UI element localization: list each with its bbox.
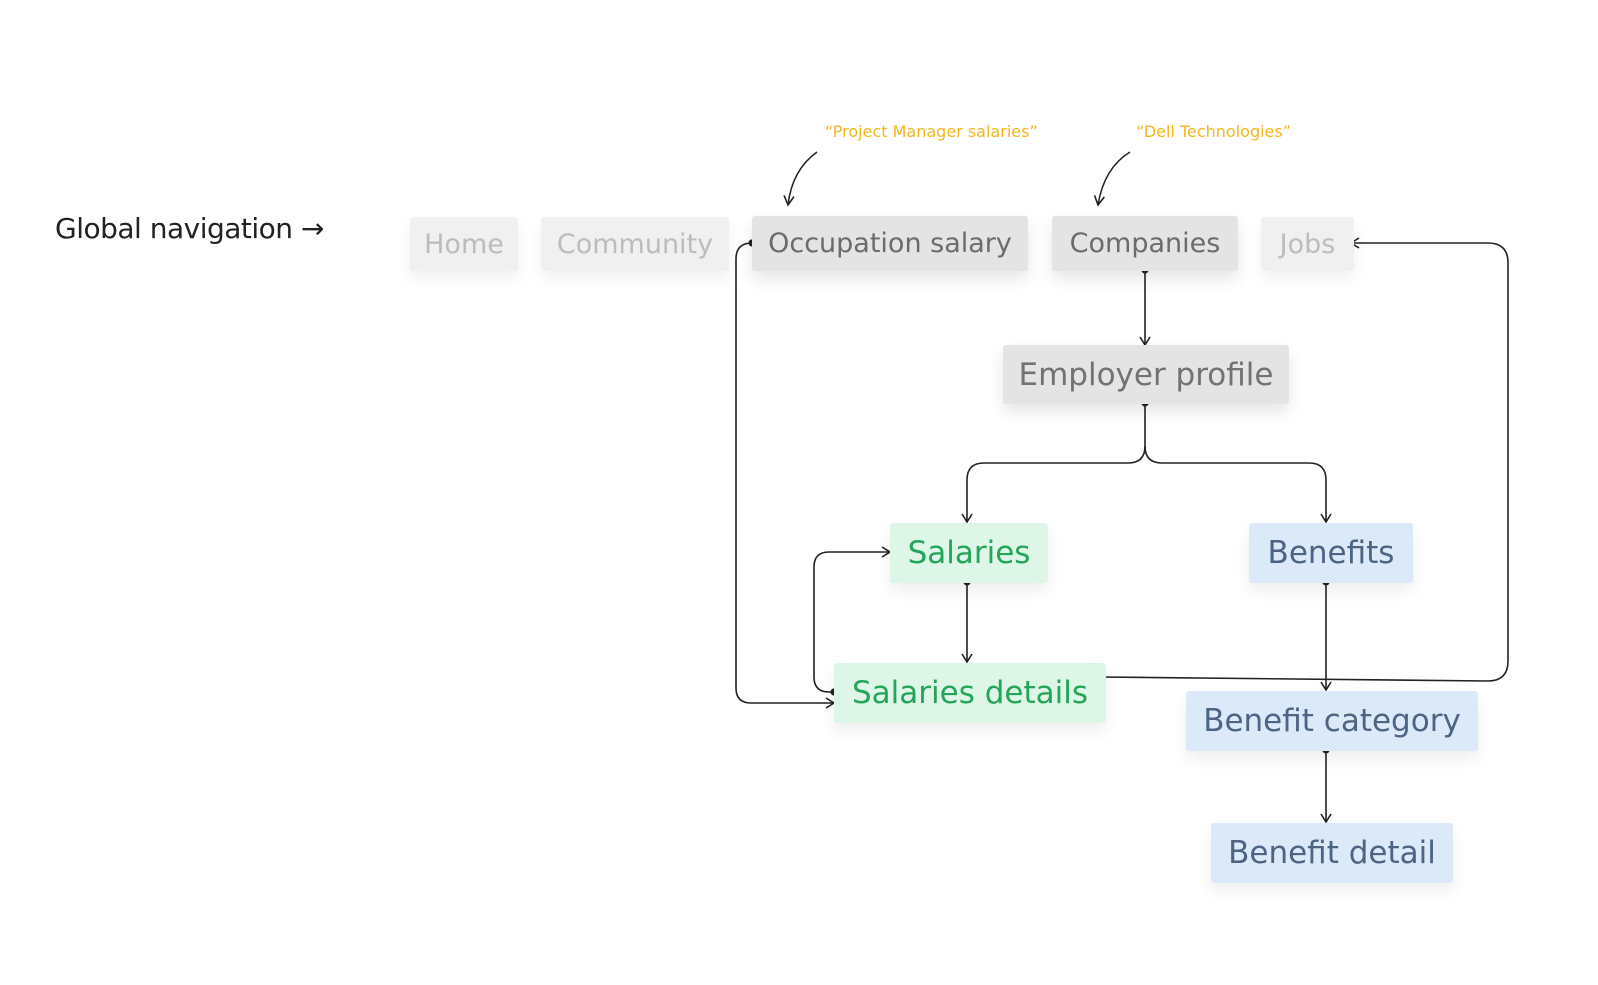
employer-profile-node[interactable]: Employer profile [1003, 345, 1289, 404]
benefits-node[interactable]: Benefits [1249, 523, 1413, 583]
salaries-details-node[interactable]: Salaries details [834, 663, 1106, 723]
annotation-arrow-companies [1093, 151, 1131, 207]
benefit-detail-node[interactable]: Benefit detail [1211, 823, 1453, 883]
nav-occupation-salary[interactable]: Occupation salary [752, 216, 1028, 271]
link-occupation-details [735, 242, 836, 709]
link-employer-salaries [961, 403, 1146, 524]
nav-community[interactable]: Community [541, 217, 729, 271]
link-employer-benefits [1144, 445, 1332, 524]
nav-home[interactable]: Home [410, 217, 518, 271]
global-navigation-label: Global navigation → [55, 212, 324, 245]
benefit-category-node[interactable]: Benefit category [1186, 691, 1478, 751]
nav-companies[interactable]: Companies [1052, 216, 1238, 271]
nav-jobs[interactable]: Jobs [1261, 217, 1354, 271]
companies-annotation: “Dell Technologies” [1136, 122, 1292, 141]
link-details-salaries-loop [813, 546, 892, 693]
link-details-jobs [1100, 237, 1509, 682]
salaries-node[interactable]: Salaries [890, 523, 1048, 583]
occupation-annotation: “Project Manager salaries” [825, 122, 1038, 141]
annotation-arrow-occupation [783, 151, 818, 207]
